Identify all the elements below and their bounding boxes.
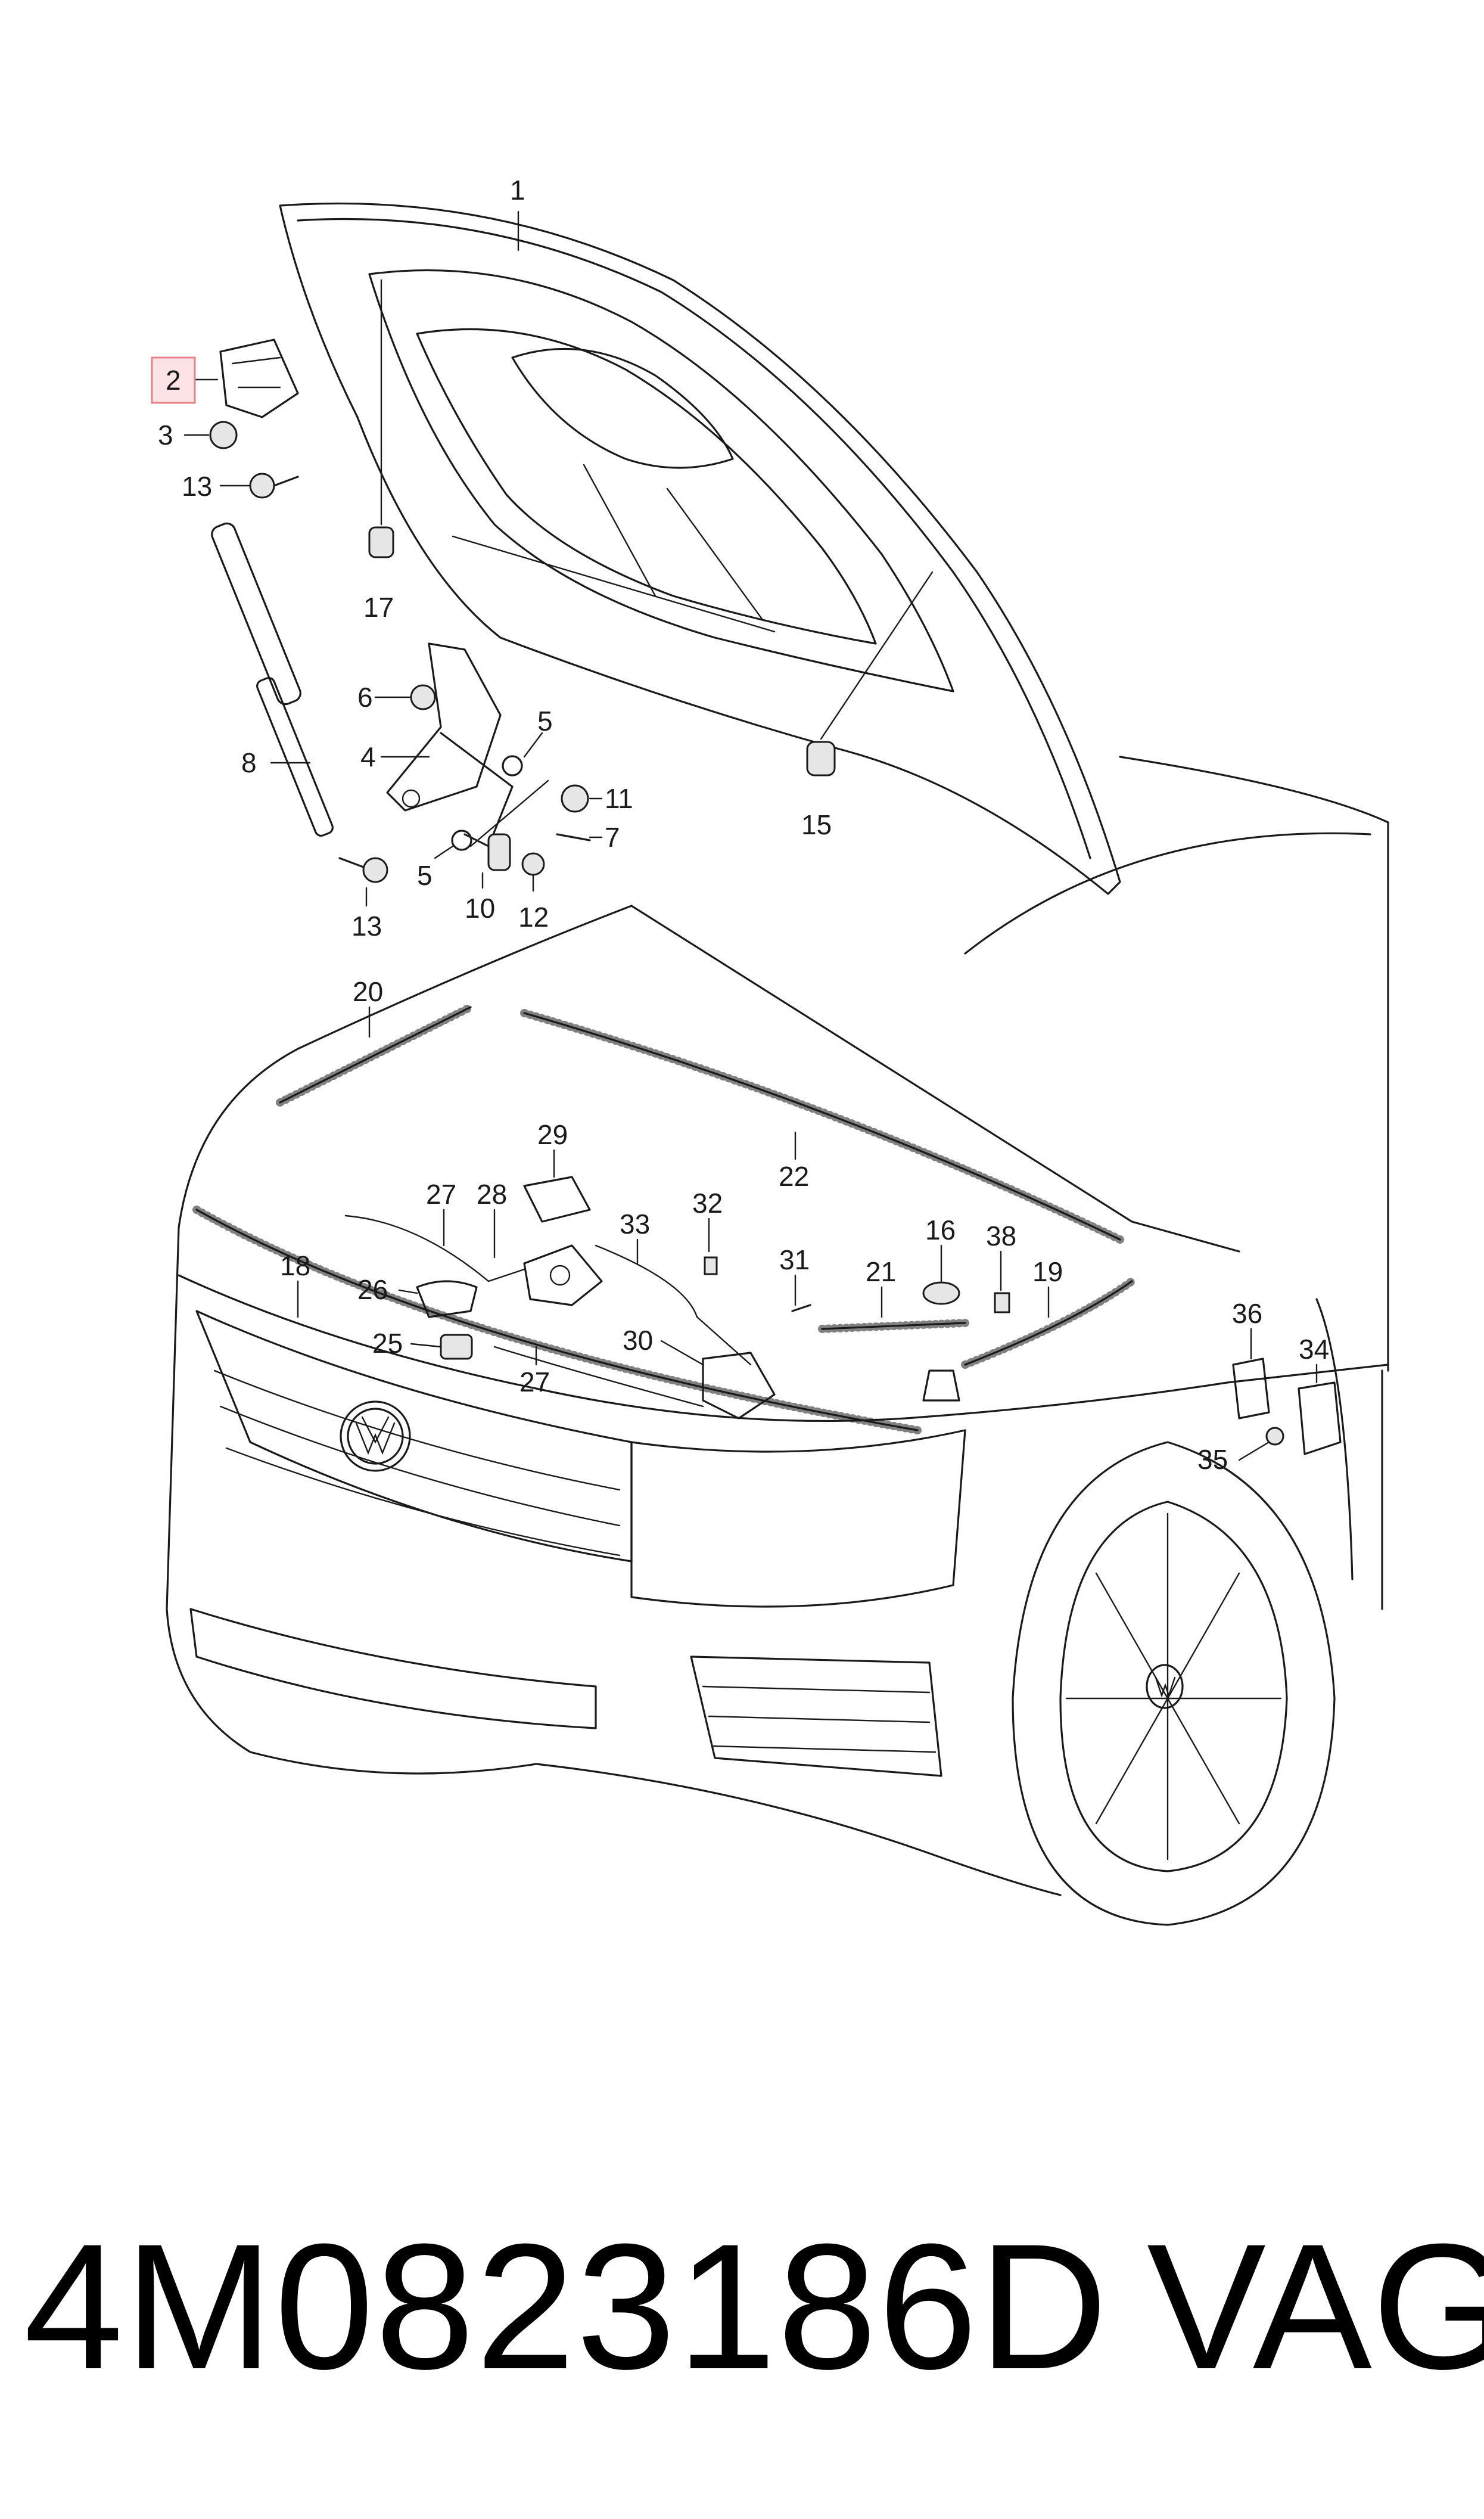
leader-line-5-lower <box>434 845 454 859</box>
callout-31: 31 <box>779 1244 810 1275</box>
part-number: 4M0823186D <box>24 2206 1109 2406</box>
gas-strut <box>211 522 334 837</box>
callout-13-lower: 13 <box>351 911 382 942</box>
seal-20-texture <box>276 1003 475 1107</box>
callout-22: 22 <box>779 1161 809 1192</box>
callout-16: 16 <box>925 1215 956 1245</box>
callout-25: 25 <box>372 1328 403 1359</box>
nut-3 <box>209 421 238 449</box>
seal-22-texture <box>520 1009 1124 1244</box>
screw-35 <box>1265 1427 1284 1446</box>
water-drain-16 <box>922 1369 960 1402</box>
callout-15: 15 <box>801 809 832 840</box>
release-cable-27 <box>344 1215 525 1282</box>
secondary-latch-30 <box>702 1352 776 1420</box>
callout-26: 26 <box>357 1274 388 1305</box>
buffer-17 <box>368 526 394 558</box>
callout-30: 30 <box>623 1325 653 1356</box>
buffer-15 <box>806 741 836 776</box>
callout-17: 17 <box>363 592 394 623</box>
seal-19-texture <box>961 1277 1136 1369</box>
leader-line-26 <box>398 1289 418 1294</box>
brand-label: VAG <box>1147 2206 1484 2406</box>
bracket-25 <box>440 1334 473 1360</box>
vehicle-body <box>166 756 1389 1926</box>
callout-28: 28 <box>477 1179 507 1210</box>
callout-27-upper: 27 <box>426 1179 456 1210</box>
seal-18 <box>195 1209 919 1431</box>
leader-line-25 <box>410 1343 442 1348</box>
callout-8: 8 <box>241 747 257 778</box>
callout-36: 36 <box>1232 1298 1262 1329</box>
seal-21-texture <box>818 1319 969 1333</box>
buffer-36 <box>1232 1358 1270 1420</box>
nut-6 <box>410 684 436 710</box>
callout-5-upper: 5 <box>537 706 553 737</box>
hinge-bushing-10 <box>487 833 511 871</box>
callout-29: 29 <box>537 1119 568 1150</box>
ball-stud-upper <box>249 473 299 499</box>
callout-highlight-box <box>151 356 196 404</box>
washer-5-lower <box>451 830 472 851</box>
callout-20: 20 <box>353 976 383 1007</box>
callout-1: 1 <box>510 175 525 206</box>
callout-13-upper: 13 <box>182 471 212 502</box>
cable-33 <box>595 1244 752 1366</box>
callout-7: 7 <box>605 822 620 853</box>
bolt-7 <box>556 833 591 841</box>
callout-34: 34 <box>1299 1334 1329 1365</box>
callout-5-lower: 5 <box>417 860 433 891</box>
clip-32 <box>704 1256 718 1275</box>
leader-line-15 <box>820 571 934 740</box>
hinge-pin <box>469 779 549 847</box>
hood-bracket <box>219 338 299 418</box>
callout-33: 33 <box>620 1209 650 1240</box>
callout-2: 2 <box>166 365 181 396</box>
leader-line-30 <box>660 1340 704 1366</box>
release-handle-26 <box>416 1280 478 1318</box>
callout-6: 6 <box>357 682 373 713</box>
release-cable-27-lower <box>493 1346 704 1408</box>
callout-27-lower: 27 <box>519 1366 550 1397</box>
clip-38 <box>994 1292 1010 1313</box>
callout-10: 10 <box>465 893 495 924</box>
bolt-31 <box>791 1304 811 1312</box>
callout-12: 12 <box>518 902 549 933</box>
callout-11: 11 <box>605 783 633 814</box>
nut-11 <box>561 784 589 813</box>
leader-line-5-upper <box>523 732 543 758</box>
hood-hinge <box>386 642 514 847</box>
callout-38: 38 <box>986 1220 1016 1251</box>
vw-wheel-emblem <box>1155 1676 1176 1698</box>
grommet-16 <box>922 1281 960 1305</box>
mounting-plate-29 <box>523 1176 591 1223</box>
washer-5-upper <box>502 755 523 776</box>
callout-4: 4 <box>360 741 376 772</box>
seal-18-texture <box>192 1206 922 1434</box>
nut-12 <box>521 852 545 876</box>
callout-18: 18 <box>280 1250 310 1281</box>
seal-22 <box>523 1012 1121 1241</box>
leader-line-35 <box>1238 1441 1270 1461</box>
callout-19: 19 <box>1032 1256 1063 1287</box>
vw-emblem <box>340 1400 411 1472</box>
callout-3: 3 <box>158 420 173 451</box>
callout-32: 32 <box>692 1188 723 1219</box>
latch-34 <box>1298 1381 1342 1455</box>
callout-21: 21 <box>866 1256 896 1287</box>
hood-panel <box>279 202 1121 895</box>
hood-lock <box>523 1244 603 1306</box>
callout-35: 35 <box>1197 1444 1228 1475</box>
ball-stud-lower <box>338 857 388 883</box>
